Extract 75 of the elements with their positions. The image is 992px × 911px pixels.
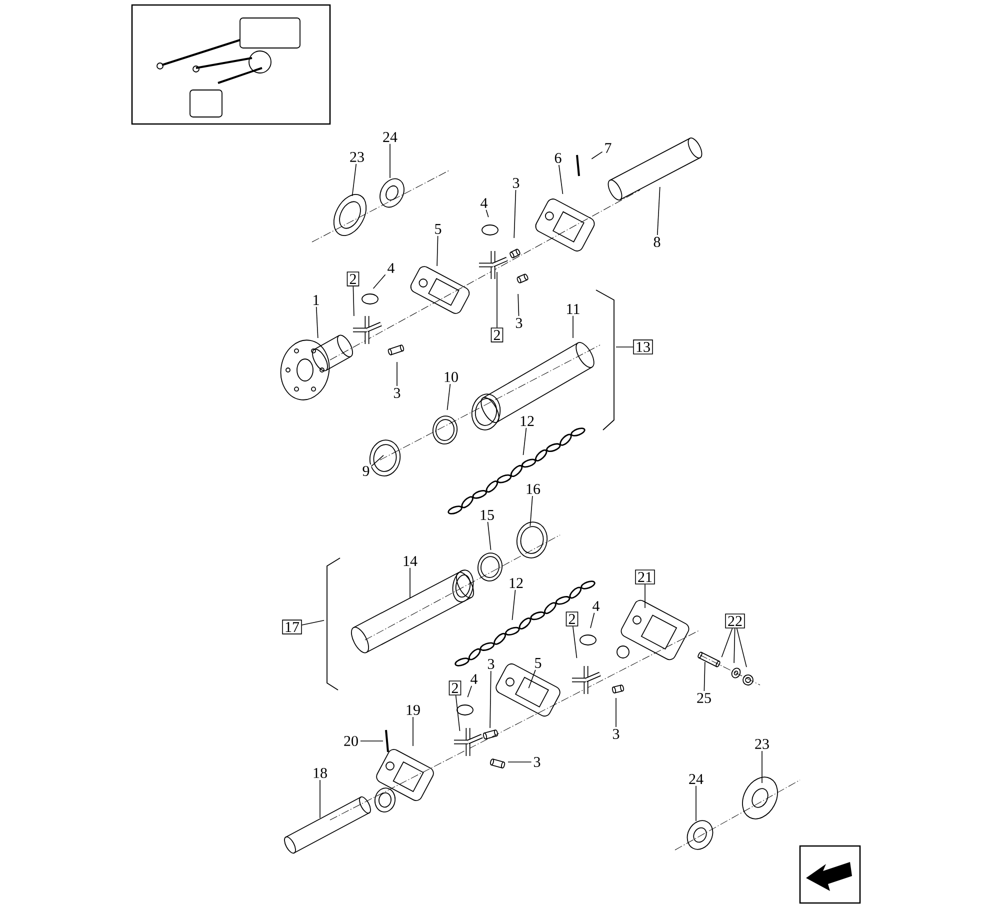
callout-number: 10 bbox=[442, 370, 460, 384]
leader-line bbox=[302, 620, 324, 626]
callout-number: 25 bbox=[695, 691, 713, 705]
leader-line bbox=[360, 740, 384, 742]
leader-line bbox=[656, 186, 660, 236]
leader-line bbox=[528, 670, 536, 689]
leader-line bbox=[530, 496, 533, 526]
callout-number: 12 bbox=[507, 576, 525, 590]
leader-line bbox=[572, 626, 578, 658]
boxed-callout-number: 2 bbox=[490, 328, 504, 342]
leader-line bbox=[316, 306, 318, 338]
leader-line bbox=[591, 151, 603, 160]
boxed-callout-number: 2 bbox=[346, 272, 360, 286]
leader-line bbox=[496, 272, 498, 328]
callout-number: 11 bbox=[564, 302, 582, 316]
leader-line bbox=[371, 454, 384, 466]
callout-number: 23 bbox=[348, 150, 366, 164]
boxed-callout-number: 21 bbox=[635, 570, 655, 584]
leader-line bbox=[512, 590, 516, 620]
leader-line bbox=[467, 685, 472, 698]
callout-number: 9 bbox=[360, 464, 372, 478]
leader-line bbox=[522, 428, 527, 456]
leader-line bbox=[487, 522, 492, 550]
callout-number: 24 bbox=[687, 772, 705, 786]
callout-number: 4 bbox=[468, 672, 480, 686]
callout-number: 1 bbox=[310, 294, 322, 306]
callout-number: 16 bbox=[524, 482, 542, 496]
leader-line bbox=[734, 628, 736, 664]
callout-number: 3 bbox=[514, 316, 524, 330]
leader-line bbox=[396, 362, 398, 386]
callout-number: 4 bbox=[590, 600, 602, 612]
leader-line bbox=[352, 286, 354, 316]
callout-number: 8 bbox=[652, 235, 662, 249]
leader-line bbox=[736, 628, 747, 668]
leader-line bbox=[412, 716, 414, 746]
leader-line bbox=[721, 628, 733, 658]
callout-number: 3 bbox=[486, 657, 496, 671]
callout-number: 4 bbox=[478, 196, 490, 210]
leader-line bbox=[486, 209, 489, 218]
callout-number: 23 bbox=[753, 737, 771, 751]
callout-number: 18 bbox=[311, 766, 329, 780]
leader-line bbox=[644, 584, 646, 608]
callout-number: 3 bbox=[392, 386, 402, 400]
boxed-callout-number: 2 bbox=[566, 612, 578, 626]
callout-number: 5 bbox=[532, 656, 544, 670]
leader-line bbox=[436, 236, 438, 266]
leader-line bbox=[518, 294, 520, 316]
boxed-callout-number: 2 bbox=[448, 680, 462, 696]
boxed-callout-number: 13 bbox=[633, 340, 653, 354]
callout-number: 3 bbox=[610, 727, 622, 741]
leader-line bbox=[558, 164, 564, 194]
callout-number: 3 bbox=[532, 755, 542, 769]
boxed-callout-number: 22 bbox=[725, 614, 745, 628]
callout-number: 24 bbox=[381, 130, 399, 144]
leader-line bbox=[704, 662, 706, 692]
leader-line bbox=[446, 384, 451, 410]
leader-line bbox=[514, 190, 516, 238]
leader-line bbox=[372, 274, 386, 289]
callout-number: 14 bbox=[401, 554, 419, 568]
callout-number: 3 bbox=[510, 176, 522, 190]
callout-number: 6 bbox=[552, 151, 564, 165]
leader-line bbox=[352, 164, 357, 196]
callout-number: 7 bbox=[602, 142, 614, 154]
callout-number: 20 bbox=[342, 734, 360, 748]
callout-number: 15 bbox=[478, 508, 496, 522]
callout-number: 19 bbox=[404, 703, 422, 717]
callout-number: 12 bbox=[518, 414, 536, 428]
boxed-callout-number: 17 bbox=[282, 620, 302, 634]
leader-line bbox=[590, 612, 595, 628]
leader-line bbox=[490, 670, 492, 728]
leader-line bbox=[572, 316, 574, 338]
leader-line bbox=[455, 694, 460, 732]
callout-number: 5 bbox=[432, 222, 444, 236]
callout-number: 4 bbox=[386, 262, 396, 274]
leader-line bbox=[616, 346, 634, 348]
